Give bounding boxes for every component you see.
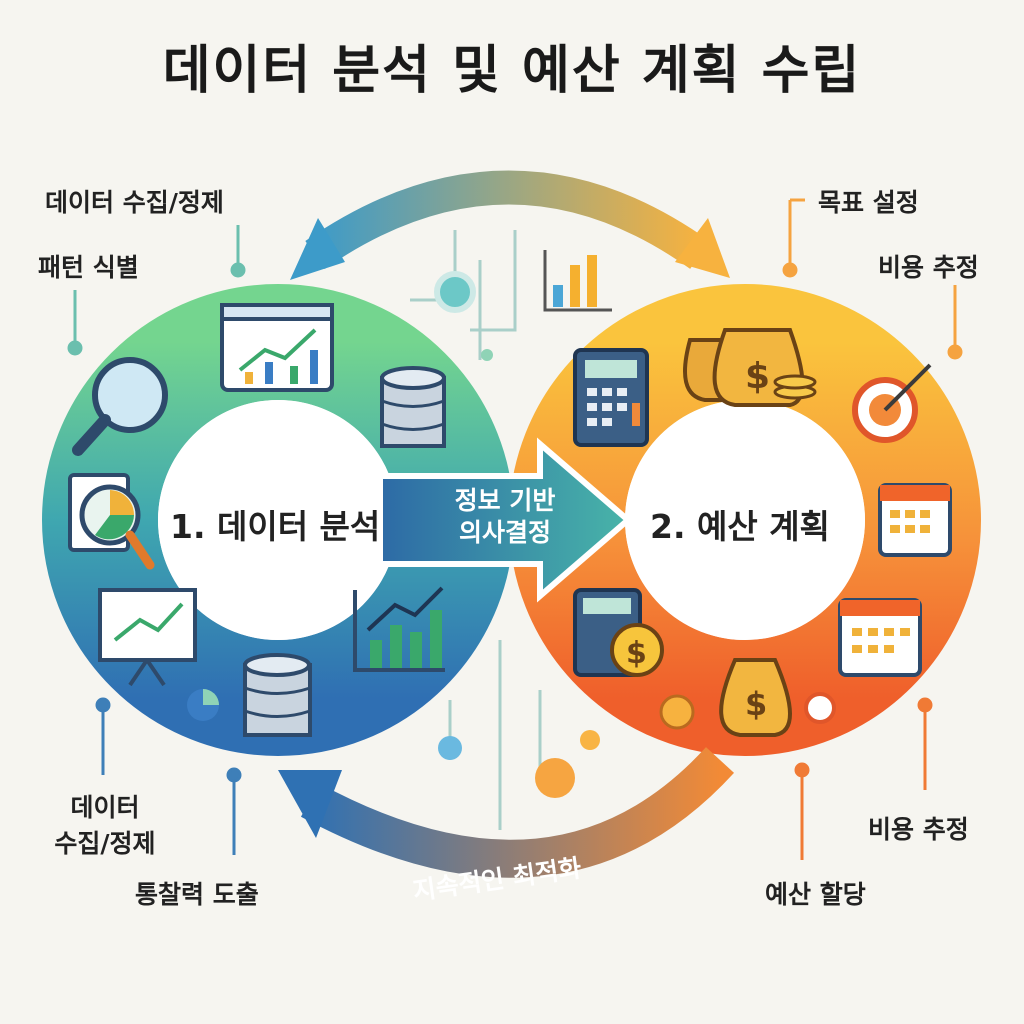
decision-arrow-label: 정보 기반 의사결정	[430, 485, 580, 549]
label-insight-derivation: 통찰력 도출	[135, 880, 259, 909]
calendar-icon	[838, 598, 922, 677]
coin-icon	[659, 694, 695, 730]
svg-text:$: $	[745, 685, 767, 723]
label-cost-estimation-bottom: 비용 추정	[868, 815, 969, 844]
analysis-cycle-label: 1. 데이터 분석	[170, 507, 381, 546]
label-budget-allocation: 예산 할당	[765, 880, 866, 909]
presentation-chart-icon	[98, 588, 197, 687]
calculator-icon	[573, 348, 649, 447]
label-line: 데이터	[70, 793, 140, 822]
money-bag-icon: $	[719, 658, 792, 737]
node-dot	[438, 736, 462, 760]
svg-text:$: $	[626, 636, 647, 671]
line-chart-window-icon	[220, 303, 334, 392]
pie-report-icon	[68, 473, 155, 570]
node-dot	[580, 730, 600, 750]
mini-bar-chart-icon	[543, 250, 612, 312]
label-line: 수집/정제	[54, 829, 156, 858]
magnifier-icon	[72, 357, 168, 456]
node-dot	[434, 271, 476, 313]
top-cycle-arrow	[290, 170, 730, 280]
label-pin	[794, 697, 933, 860]
decision-arrow	[377, 437, 633, 603]
page-title: 데이터 분석 및 예산 계획 수립	[162, 41, 862, 101]
label-pin	[67, 225, 246, 356]
target-icon	[852, 363, 932, 443]
database-icon	[243, 653, 312, 737]
label-pin	[95, 697, 242, 855]
label-data-collection-bottom: 데이터 수집/정제	[40, 790, 170, 862]
decision-arrow-line1: 정보 기반	[454, 486, 556, 515]
budget-cycle-label: 2. 예산 계획	[650, 507, 830, 546]
target-icon	[804, 692, 836, 724]
label-goal-setting: 목표 설정	[818, 188, 919, 217]
label-data-collection: 데이터 수집/정제	[45, 188, 224, 217]
label-pin	[782, 198, 963, 360]
node-dot	[535, 758, 575, 798]
coin-icon: $	[610, 623, 664, 677]
database-icon	[380, 366, 446, 448]
pie-icon	[187, 689, 219, 721]
svg-text:$: $	[745, 356, 770, 397]
money-bags-icon: $	[683, 328, 817, 407]
bar-chart-icon	[353, 586, 445, 672]
node-dot	[481, 349, 493, 361]
decision-arrow-line2: 의사결정	[458, 518, 551, 547]
calendar-icon	[878, 483, 952, 557]
bottom-cycle-arrow	[278, 747, 735, 878]
label-pattern-identification: 패턴 식별	[38, 253, 139, 282]
label-cost-estimation: 비용 추정	[878, 253, 979, 282]
